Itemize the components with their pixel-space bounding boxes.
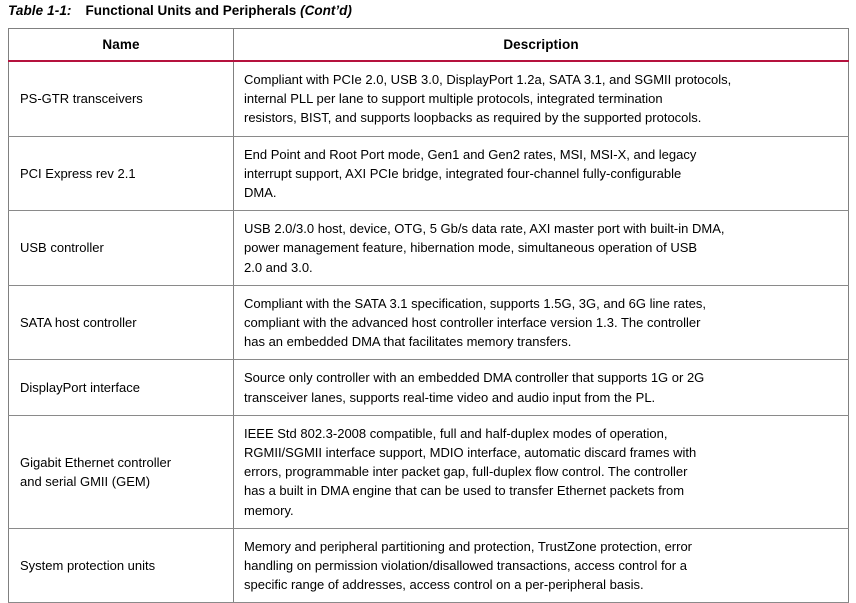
description-line: has an embedded DMA that facilitates mem… <box>244 334 572 350</box>
name-line: SATA host controller <box>20 315 137 331</box>
document-page: Table 1-1: Functional Units and Periphera… <box>8 2 849 603</box>
cell-name: PCI Express rev 2.1 <box>8 135 234 212</box>
table-header-row: Name Description <box>8 28 849 62</box>
table-caption-continued: (Cont’d) <box>300 3 352 18</box>
description-line: resistors, BIST, and supports loopbacks … <box>244 110 702 126</box>
name-line: PCI Express rev 2.1 <box>20 165 136 181</box>
cell-description: Compliant with PCIe 2.0, USB 3.0, Displa… <box>233 61 849 137</box>
description-line: End Point and Root Port mode, Gen1 and G… <box>244 146 697 162</box>
table-row: System protection units Memory and periph… <box>8 527 849 603</box>
description-line: Compliant with the SATA 3.1 specificatio… <box>244 295 706 311</box>
description-line: 2.0 and 3.0. <box>244 259 313 275</box>
description-line: compliant with the advanced host control… <box>244 315 701 331</box>
name-line: and serial GMII (GEM) <box>20 473 151 489</box>
table-row: PS-GTR transceivers Compliant with PCIe 2… <box>8 61 849 137</box>
table-caption: Table 1-1: Functional Units and Periphera… <box>8 2 848 20</box>
column-header-description: Description <box>233 28 849 62</box>
table-row: Gigabit Ethernet controller and serial GM… <box>8 414 849 529</box>
table-caption-title: Functional Units and Peripherals <box>85 3 297 18</box>
cell-name: USB controller <box>8 210 234 286</box>
name-line: PS-GTR transceivers <box>20 91 143 107</box>
cell-name: DisplayPort interface <box>8 359 234 416</box>
description-line: memory. <box>244 502 294 518</box>
description-line: interrupt support, AXI PCIe bridge, inte… <box>244 165 682 181</box>
cell-name: Gigabit Ethernet controller and serial GM… <box>8 414 234 529</box>
table-body: PS-GTR transceivers Compliant with PCIe 2… <box>8 61 849 603</box>
name-line: System protection units <box>20 558 156 574</box>
description-line: RGMII/SGMII interface support, MDIO inte… <box>244 445 697 461</box>
description-line: Memory and peripheral partitioning and p… <box>244 538 693 554</box>
description-line: internal PLL per lane to support multipl… <box>244 91 663 107</box>
name-line: USB controller <box>20 240 104 256</box>
cell-name: PS-GTR transceivers <box>8 61 234 137</box>
description-line: handling on permission violation/disallo… <box>244 558 687 574</box>
cell-name: System protection units <box>8 527 234 603</box>
table-row: PCI Express rev 2.1 End Point and Root Po… <box>8 135 849 212</box>
cell-description: Compliant with the SATA 3.1 specificatio… <box>233 284 849 361</box>
cell-description: Memory and peripheral partitioning and p… <box>233 527 849 603</box>
description-line: has a built in DMA engine that can be us… <box>244 483 685 499</box>
description-line: power management feature, hibernation mo… <box>244 240 698 256</box>
table-caption-label: Table 1-1: <box>8 3 72 18</box>
table-row: USB controller USB 2.0/3.0 host, device, … <box>8 210 849 286</box>
cell-description: Source only controller with an embedded … <box>233 359 849 416</box>
description-line: Source only controller with an embedded … <box>244 370 705 386</box>
description-line: transceiver lanes, supports real-time vi… <box>244 389 656 405</box>
description-line: specific range of addresses, access cont… <box>244 577 644 593</box>
name-line: Gigabit Ethernet controller <box>20 454 172 470</box>
description-line: errors, programmable inter packet gap, f… <box>244 464 688 480</box>
description-line: IEEE Std 802.3-2008 compatible, full and… <box>244 425 668 441</box>
cell-description: End Point and Root Port mode, Gen1 and G… <box>233 135 849 212</box>
column-header-name: Name <box>8 28 234 62</box>
description-line: USB 2.0/3.0 host, device, OTG, 5 Gb/s da… <box>244 221 725 237</box>
table-header: Name Description <box>8 28 849 62</box>
cell-description: USB 2.0/3.0 host, device, OTG, 5 Gb/s da… <box>233 210 849 286</box>
table-row: DisplayPort interface Source only control… <box>8 359 849 416</box>
name-line: DisplayPort interface <box>20 380 140 396</box>
description-line: DMA. <box>244 185 277 201</box>
cell-description: IEEE Std 802.3-2008 compatible, full and… <box>233 414 849 529</box>
description-line: Compliant with PCIe 2.0, USB 3.0, Displa… <box>244 72 732 87</box>
cell-name: SATA host controller <box>8 284 234 361</box>
table-row: SATA host controller Compliant with the S… <box>8 284 849 361</box>
